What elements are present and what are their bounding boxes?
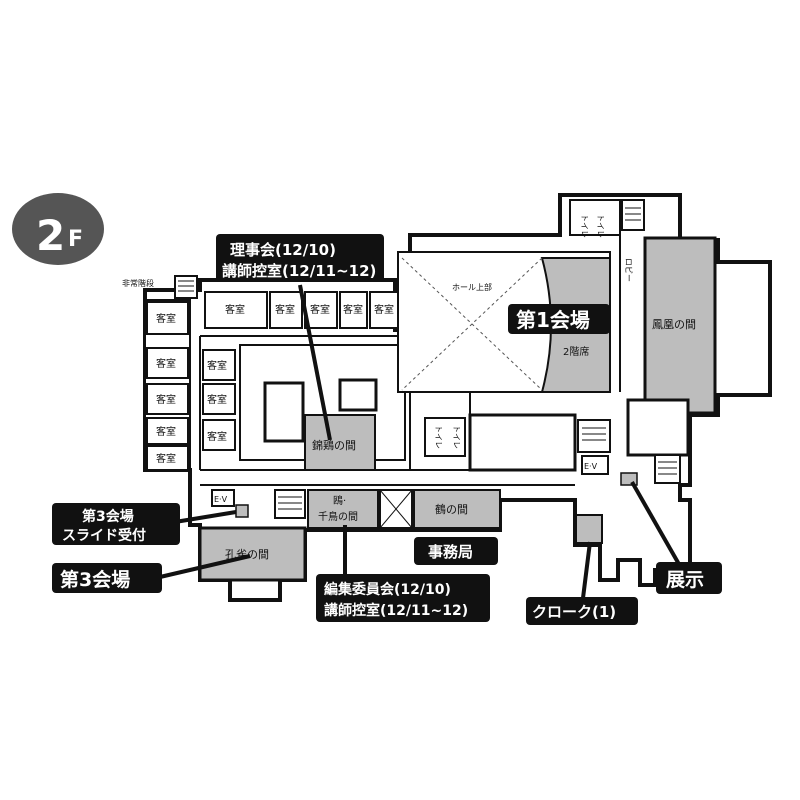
guest-room: [369, 291, 399, 329]
kamome-chidori-room: [307, 489, 379, 529]
guest-room-label: 客室: [207, 359, 227, 372]
ev-label: E·V: [214, 495, 228, 504]
tsuru-room: [413, 489, 501, 529]
guest-room: [269, 291, 303, 329]
floor-number: 2: [36, 211, 65, 260]
lobby-label: ロビー: [624, 258, 633, 282]
editorial-callout-line2: 講師控室(12/11~12): [324, 602, 468, 619]
hall-upper-label: ホール上部: [452, 282, 492, 292]
board-callout: [216, 234, 384, 282]
guest-room-label: 客室: [156, 312, 176, 325]
slide-desk-box: [235, 504, 249, 518]
guest-room-label: 客室: [156, 357, 176, 370]
hall1-callout-text: 第1会場: [516, 308, 590, 332]
hall1-callout: [508, 304, 610, 334]
floor-badge-bg: [12, 193, 104, 265]
guest-room: [202, 419, 236, 451]
office-callout-text: 事務局: [428, 543, 473, 561]
toilet-label: トイレ: [596, 214, 605, 238]
cloak-callout: [526, 597, 638, 625]
guest-room: [204, 291, 268, 329]
guest-room: [202, 349, 236, 381]
floor-badge: 2 F: [12, 193, 104, 265]
toilet-label: トイレ: [434, 425, 443, 449]
cloak-room: [575, 514, 603, 544]
second-floor-seats-label: 2階席: [563, 345, 589, 358]
guest-room: [146, 417, 189, 445]
guest-room: [146, 383, 189, 415]
guest-room-label: 客室: [374, 303, 394, 316]
kujaku-room: [198, 526, 307, 582]
guest-room: [339, 291, 368, 329]
office-callout: [414, 537, 498, 565]
lower-rooms: E·V 孔雀の間 鴎· 千鳥の間 鶴の間: [198, 484, 575, 582]
guest-room-label: 客室: [156, 393, 176, 406]
guest-room-label: 客室: [343, 303, 363, 316]
hall3-callout: [52, 563, 162, 593]
guest-room: [146, 445, 189, 471]
guest-room: [146, 347, 189, 379]
floor-suffix: F: [68, 227, 83, 252]
guest-room-label: 客室: [207, 393, 227, 406]
building-walls: [143, 193, 772, 602]
exhibit-callout-text: 展示: [666, 569, 704, 591]
guest-room-label: 客室: [225, 303, 245, 316]
toilet-label: トイレ: [580, 214, 589, 238]
emergency-stairs-label: 非常階段: [122, 278, 154, 288]
hall3-callout-text: 第3会場: [60, 568, 130, 591]
slide-reception-line1: 第3会場: [82, 508, 134, 525]
left-wing: 客室 客室 客室 客室 客室 客室 客室 客室 客室 客室 客室 客室 客室 錦…: [144, 291, 410, 471]
emergency-stairs-box: [174, 275, 198, 299]
houou-label: 鳳凰の間: [652, 318, 696, 331]
right-wing: ロビー 鳳凰の間: [575, 235, 717, 544]
exhibit-callout: [656, 562, 722, 594]
ev-label: E·V: [584, 462, 598, 471]
guest-room-label: 客室: [156, 425, 176, 438]
kamome-label-1: 鴎·: [333, 494, 346, 507]
kamome-label-2: 千鳥の間: [318, 510, 358, 523]
guest-room-label: 客室: [207, 430, 227, 443]
main-hall: ホール上部 2階席 トイレ トイレ トイレ トイレ E·V: [397, 199, 645, 475]
houou-room: [643, 236, 717, 415]
guest-room: [146, 301, 189, 335]
cloak-callout-text: クローク(1): [532, 603, 616, 621]
editorial-callout-line1: 編集委員会(12/10): [324, 581, 451, 598]
toilet-label: トイレ: [452, 425, 461, 449]
guest-room-label: 客室: [275, 303, 295, 316]
board-callout-line2: 講師控室(12/11~12): [222, 262, 376, 280]
editorial-callout: [316, 574, 490, 622]
emergency-stairs: 非常階段: [122, 275, 198, 299]
slide-reception-callout: [52, 503, 180, 545]
callouts: 理事会(12/10) 講師控室(12/11~12) 第1会場 第3会場 スライド…: [52, 234, 722, 625]
guest-room: [202, 383, 236, 415]
guest-room-label: 客室: [310, 303, 330, 316]
guest-room-label: 客室: [156, 452, 176, 465]
kinkei-room: [304, 414, 376, 471]
tsuru-label: 鶴の間: [435, 502, 468, 516]
slide-reception-line2: スライド受付: [62, 527, 146, 544]
kinkei-label: 錦鶏の間: [312, 438, 356, 452]
board-callout-line1: 理事会(12/10): [230, 241, 336, 259]
